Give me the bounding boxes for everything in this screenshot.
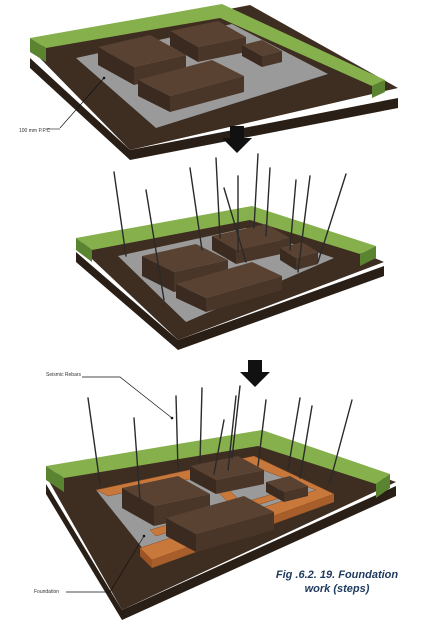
rebars-leader-line xyxy=(82,377,172,418)
step-1-pcc-stage xyxy=(30,4,398,160)
step-2-rebar-stage xyxy=(76,154,384,350)
seismic-rebars-label: Seismic Rebars xyxy=(46,372,81,378)
caption-line-2: work (steps) xyxy=(262,582,412,596)
figure-caption: Fig .6.2. 19. Foundation work (steps) xyxy=(262,568,412,596)
foundation-label: Foundation xyxy=(34,589,59,595)
ppc-label: 100 mm P.P.C xyxy=(19,128,50,134)
caption-line-1: Fig .6.2. 19. Foundation xyxy=(262,568,412,582)
step-arrow-down-icon-2 xyxy=(240,360,270,387)
